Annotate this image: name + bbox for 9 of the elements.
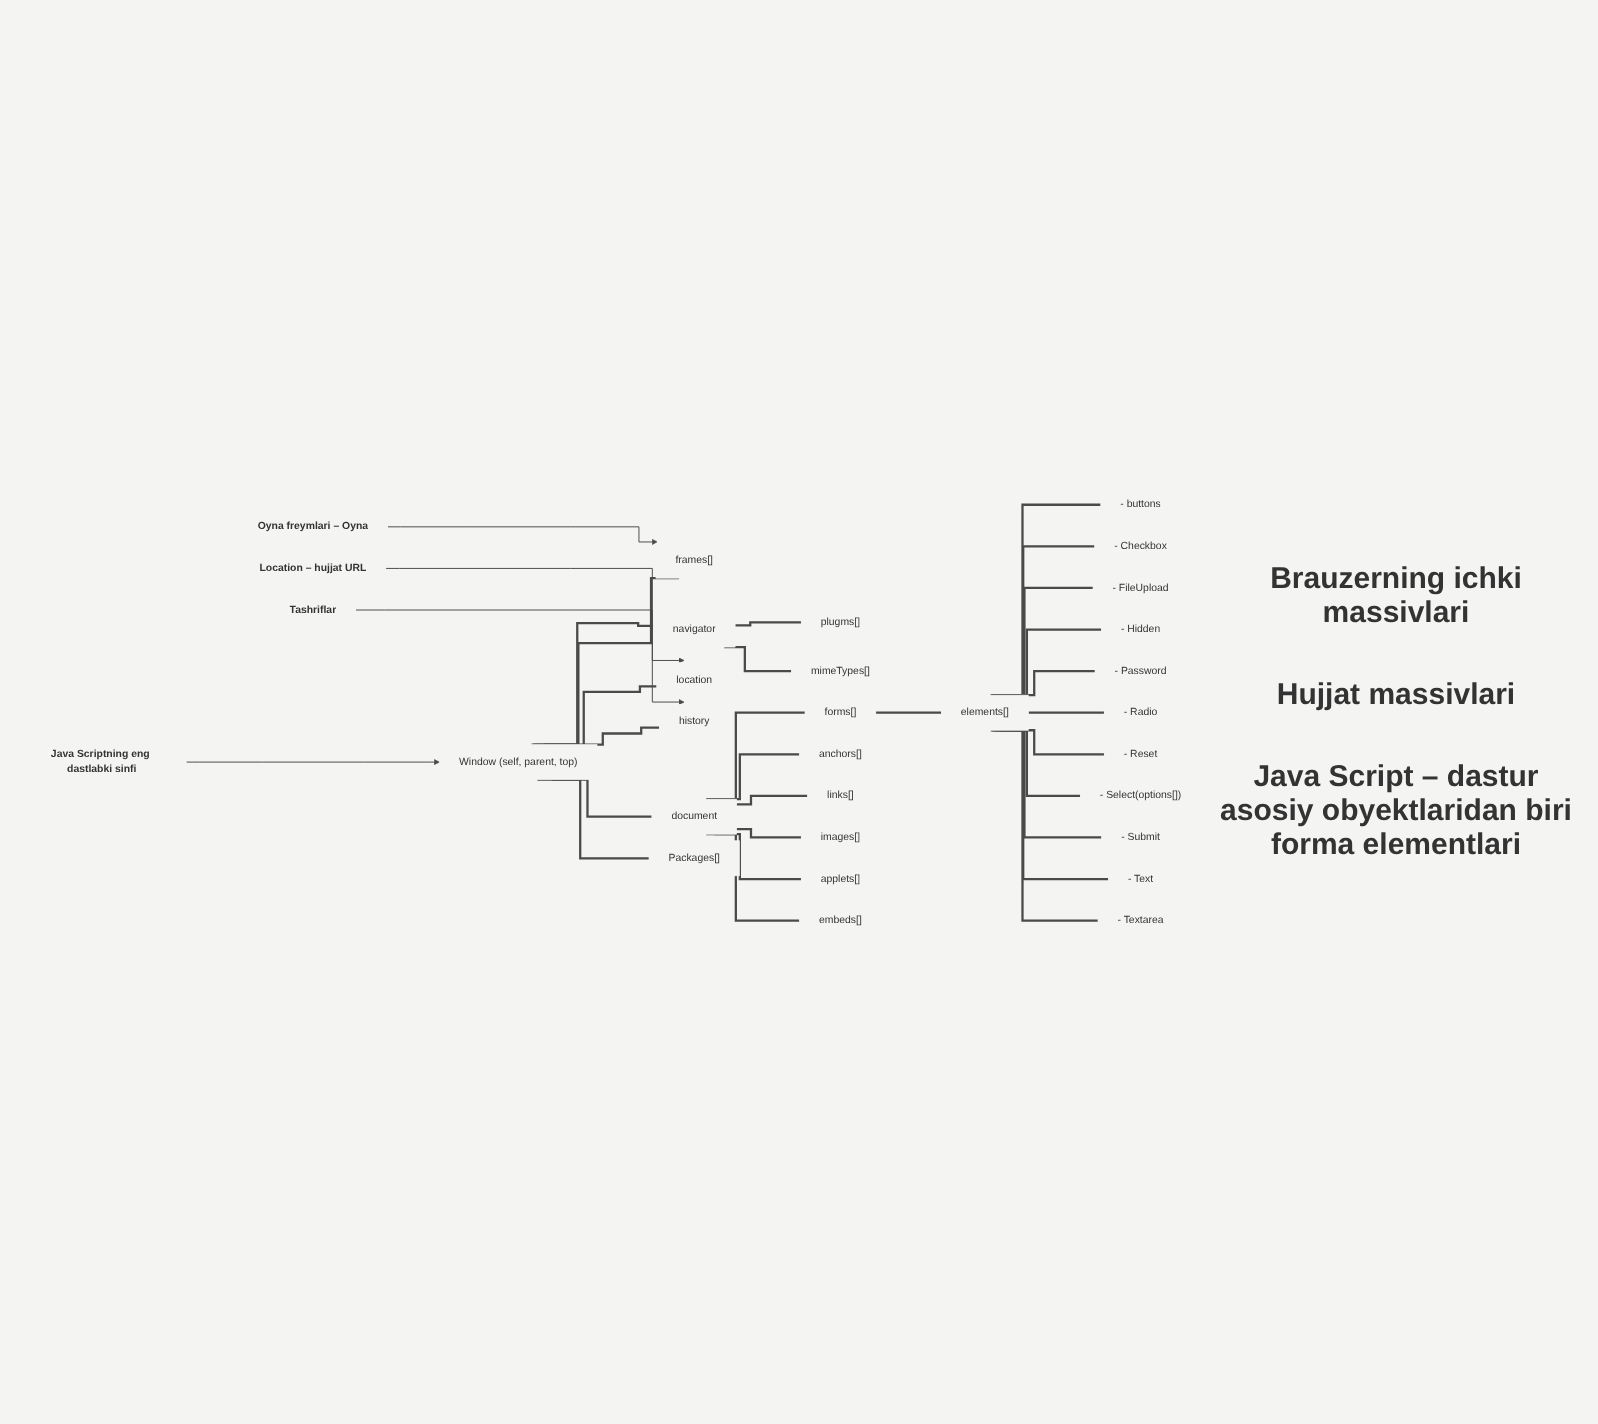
connector xyxy=(736,827,802,838)
connector xyxy=(537,777,649,859)
connector xyxy=(735,620,802,626)
connector xyxy=(1028,710,1105,714)
annotation-text: Brauzerning ichki massivlari xyxy=(1268,562,1524,630)
annotation-text: Hujjat massivlari xyxy=(1274,678,1518,712)
connector xyxy=(736,794,808,805)
connector xyxy=(875,710,942,714)
annotation-text: Java Script – dastur asosiy obyektlaridan biri forma elementlari xyxy=(1218,760,1574,862)
